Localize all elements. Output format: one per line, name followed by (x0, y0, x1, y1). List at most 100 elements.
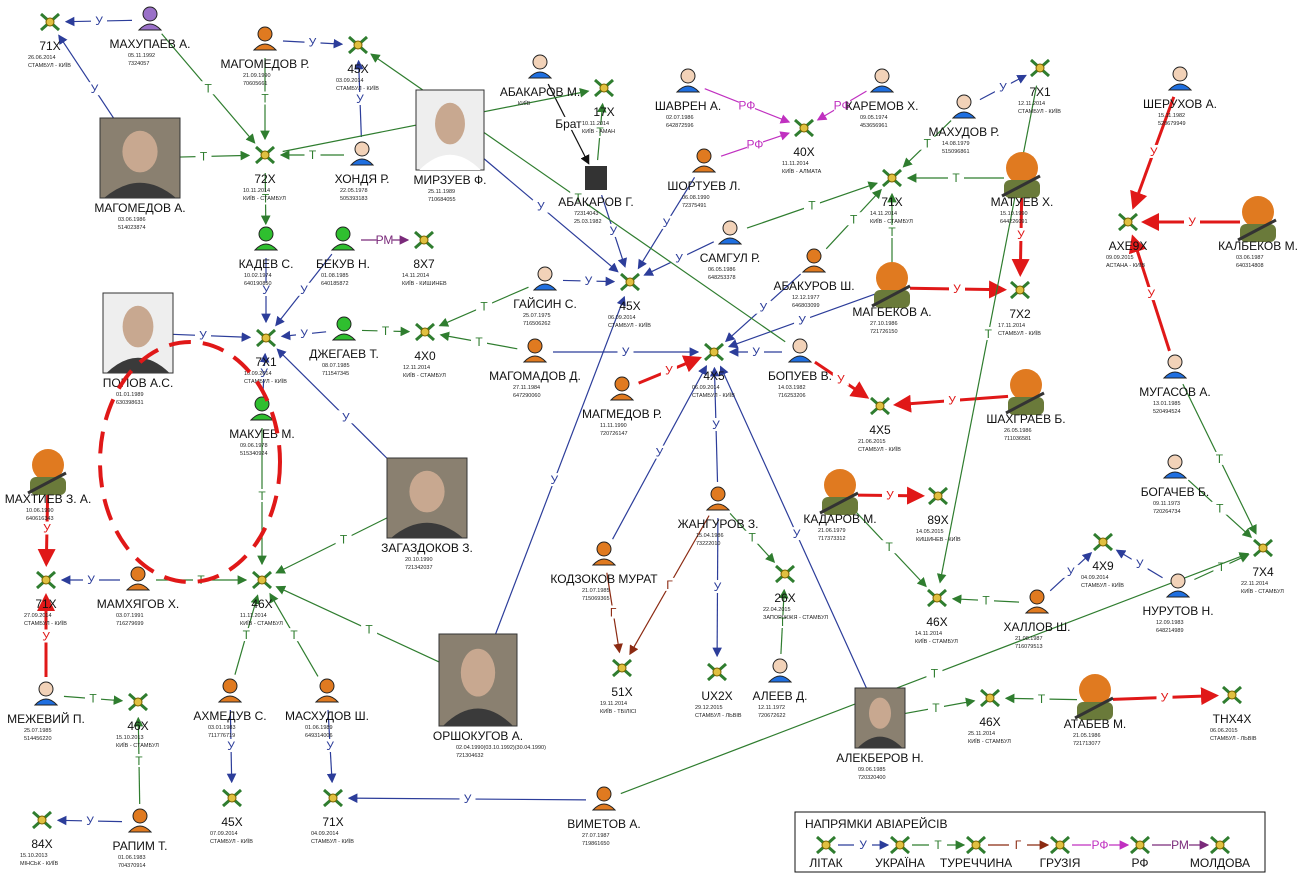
edge-bogachev-n7x4: Т (1187, 479, 1253, 539)
node-detail-2: КИЇВ - ТБІЛІСІ (600, 708, 637, 715)
edge-label: Т (290, 628, 298, 642)
node-detail-1: 15.10.2013 (116, 735, 144, 741)
node-abakarov_m[interactable]: АБАКАРОВ М.КИЇВ (500, 54, 580, 107)
node-detail-1: 21.07.1985 (582, 588, 610, 594)
edge-label: У (464, 792, 472, 806)
node-detail-2: СТАМБУЛ - КИЇВ (1018, 108, 1061, 115)
node-orshokugov[interactable]: ОРШОКУГОВ А.02.04.1990(03.10.1992)(30.04… (433, 633, 546, 759)
edge-label: У (1017, 228, 1025, 242)
node-detail-2: 721713077 (1073, 741, 1101, 747)
node-detail-1: 04.09.2014 (311, 831, 339, 837)
node-detail-1: 72314043 (574, 211, 598, 217)
node-detail-2: 710684055 (428, 197, 456, 203)
node-detail-2: КИЇВ - СТАМБУЛ (968, 738, 1011, 745)
edge-aleev-n26x: Т (774, 588, 791, 655)
node-label: ШОРТУЕВ Л. (667, 179, 740, 193)
highlight-dashed-ellipse (98, 340, 282, 584)
edge-label: У (42, 630, 50, 644)
node-detail-2: 520679949 (1158, 121, 1186, 127)
node-detail-1: 11.11.1990 (600, 423, 627, 429)
node-detail-1: 26.05.1986 (1004, 428, 1032, 434)
node-label: 40Х (793, 145, 814, 159)
node-detail-2: 453656961 (860, 123, 888, 129)
node-detail-1: 22.11.2014 (1241, 581, 1268, 587)
node-detail-2: 520494524 (1153, 409, 1181, 415)
